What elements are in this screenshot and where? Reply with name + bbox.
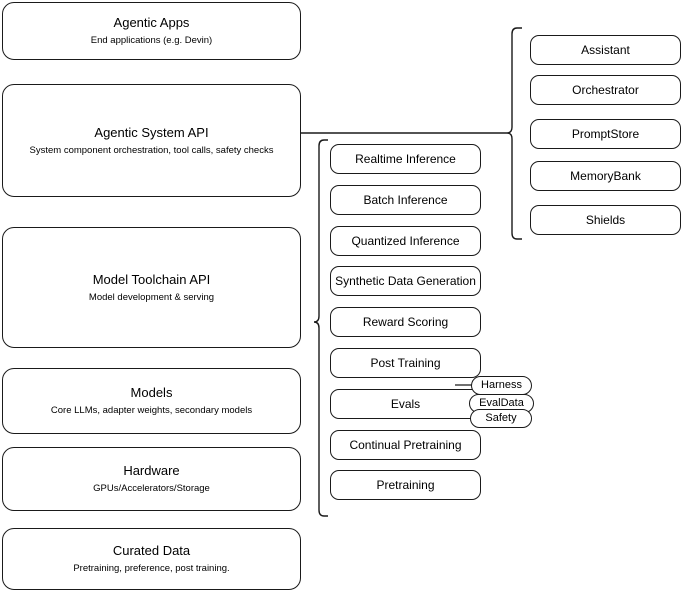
layer-subtitle: System component orchestration, tool cal…	[29, 144, 274, 156]
toolchain-item-post-training[interactable]: Post Training	[330, 348, 481, 378]
layer-models[interactable]: Models Core LLMs, adapter weights, secon…	[2, 368, 301, 434]
agentic-item-orchestrator[interactable]: Orchestrator	[530, 75, 681, 105]
agentic-item-label: MemoryBank	[570, 168, 641, 183]
layer-title: Models	[130, 385, 173, 400]
agentic-item-memorybank[interactable]: MemoryBank	[530, 161, 681, 191]
toolchain-item-label: Quantized Inference	[351, 233, 460, 248]
eval-badge-safety[interactable]: Safety	[470, 409, 532, 428]
toolchain-item-realtime-inference[interactable]: Realtime Inference	[330, 144, 481, 174]
toolchain-item-label: Continual Pretraining	[349, 437, 462, 452]
eval-badge-label: Safety	[485, 412, 517, 424]
agentic-system-connector-svg	[300, 27, 522, 240]
layer-curated-data[interactable]: Curated Data Pretraining, preference, po…	[2, 528, 301, 590]
agentic-item-label: Assistant	[581, 42, 630, 57]
model-toolchain-connector	[300, 138, 335, 523]
toolchain-item-quantized-inference[interactable]: Quantized Inference	[330, 226, 481, 256]
layer-subtitle: Core LLMs, adapter weights, secondary mo…	[50, 405, 253, 416]
layer-title: Agentic System API	[94, 124, 209, 140]
layer-subtitle: Pretraining, preference, post training.	[73, 563, 230, 574]
toolchain-items-brace	[313, 139, 328, 517]
toolchain-item-label: Post Training	[370, 355, 441, 370]
agentic-system-connector	[300, 24, 525, 254]
agentic-items-brace	[506, 27, 522, 240]
toolchain-item-label: Batch Inference	[363, 192, 448, 207]
agentic-item-assistant[interactable]: Assistant	[530, 35, 681, 65]
layer-agentic-system-api[interactable]: Agentic System API System component orch…	[2, 84, 301, 197]
layer-title: Hardware	[123, 463, 180, 478]
layer-title: Curated Data	[112, 543, 191, 558]
toolchain-item-continual-pretraining[interactable]: Continual Pretraining	[330, 430, 481, 460]
toolchain-item-label: Reward Scoring	[362, 314, 449, 329]
layer-model-toolchain-api[interactable]: Model Toolchain API Model development & …	[2, 227, 301, 348]
agentic-item-label: Shields	[585, 212, 626, 227]
layer-hardware[interactable]: Hardware GPUs/Accelerators/Storage	[2, 447, 301, 511]
toolchain-item-label: Pretraining	[376, 477, 435, 492]
toolchain-item-synthetic-data-generation[interactable]: Synthetic Data Generation	[330, 266, 481, 296]
eval-badge-harness[interactable]: Harness	[471, 376, 532, 395]
toolchain-item-label: Synthetic Data Generation	[335, 273, 476, 288]
toolchain-item-batch-inference[interactable]: Batch Inference	[330, 185, 481, 215]
layer-title: Model Toolchain API	[92, 271, 211, 287]
agentic-item-promptstore[interactable]: PromptStore	[530, 119, 681, 149]
agentic-item-label: PromptStore	[571, 126, 640, 141]
toolchain-item-evals[interactable]: Evals	[330, 389, 481, 419]
layer-agentic-apps[interactable]: Agentic Apps End applications (e.g. Devi…	[2, 2, 301, 60]
toolchain-item-reward-scoring[interactable]: Reward Scoring	[330, 307, 481, 337]
toolchain-item-label: Evals	[390, 396, 421, 411]
eval-badge-label: EvalData	[479, 397, 524, 409]
layer-subtitle: End applications (e.g. Devin)	[90, 35, 213, 46]
toolchain-item-label: Realtime Inference	[355, 151, 456, 166]
layer-subtitle: GPUs/Accelerators/Storage	[93, 483, 210, 494]
layer-subtitle: Model development & serving	[88, 291, 215, 303]
agentic-item-label: Orchestrator	[572, 82, 639, 97]
toolchain-item-pretraining[interactable]: Pretraining	[330, 470, 481, 500]
agentic-item-shields[interactable]: Shields	[530, 205, 681, 235]
model-toolchain-connector-svg	[313, 139, 328, 517]
eval-badge-label: Harness	[481, 379, 522, 391]
layer-title: Agentic Apps	[113, 15, 190, 30]
